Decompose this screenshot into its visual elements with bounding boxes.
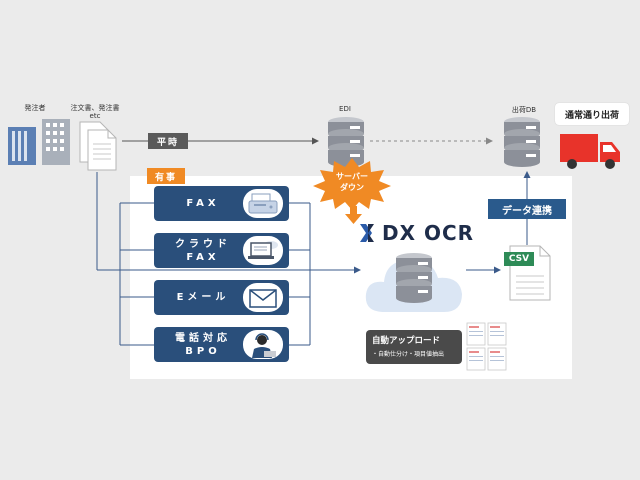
channel-email: Eメール <box>154 280 289 315</box>
channel-cloud-fax-label: クラウド FAX <box>175 238 231 263</box>
channel-fax: FAX <box>154 186 289 221</box>
fax-machine-icon <box>243 189 283 218</box>
server-down-text: サーバー ダウン <box>318 171 386 193</box>
channel-phone-bpo-label: 電話対応 BPO <box>175 332 231 357</box>
shipping-db-label: 出荷DB <box>511 106 537 114</box>
shipping-db-server-icon <box>504 117 540 167</box>
emergency-tag: 有事 <box>147 168 185 184</box>
csv-badge: CSV <box>504 252 534 266</box>
data-link-tag: データ連携 <box>488 199 566 219</box>
server-down-arrow <box>345 206 362 224</box>
envelope-icon <box>243 283 283 312</box>
operator-headset-icon <box>243 330 283 359</box>
document-stack-icon <box>79 121 117 171</box>
channel-cloud-fax: クラウド FAX <box>154 233 289 268</box>
dx-ocr-title: DX OCR <box>382 221 475 245</box>
auto-upload-title: 自動アップロード <box>372 336 441 346</box>
server-down-line1: サーバー <box>336 172 368 181</box>
building-icon <box>8 119 70 165</box>
sorted-documents-icon <box>466 322 507 371</box>
server-down-line2: ダウン <box>340 183 364 192</box>
normal-shipping-box: 通常通り出荷 <box>555 103 629 125</box>
channel-email-label: Eメール <box>176 292 230 303</box>
channel-fax-label: FAX <box>186 198 220 209</box>
truck-icon <box>560 134 620 169</box>
channel-phone-bpo: 電話対応 BPO <box>154 327 289 362</box>
ocr-cloud-server-icon <box>365 253 462 312</box>
server-down-burst-icon <box>313 158 391 210</box>
orderer-label: 発注者 <box>24 104 46 112</box>
auto-upload-features: ・自動仕分け・項目値抽出 <box>372 351 445 358</box>
documents-etc-label: etc <box>89 112 101 120</box>
dx-ocr-logo-icon <box>360 224 374 242</box>
edi-label: EDI <box>339 105 351 113</box>
documents-label: 注文書、発注書 <box>70 104 120 112</box>
auto-upload-box: 自動アップロード ・自動仕分け・項目値抽出 <box>366 330 462 364</box>
normal-time-tag: 平時 <box>148 133 188 149</box>
laptop-cloud-icon <box>243 236 283 265</box>
